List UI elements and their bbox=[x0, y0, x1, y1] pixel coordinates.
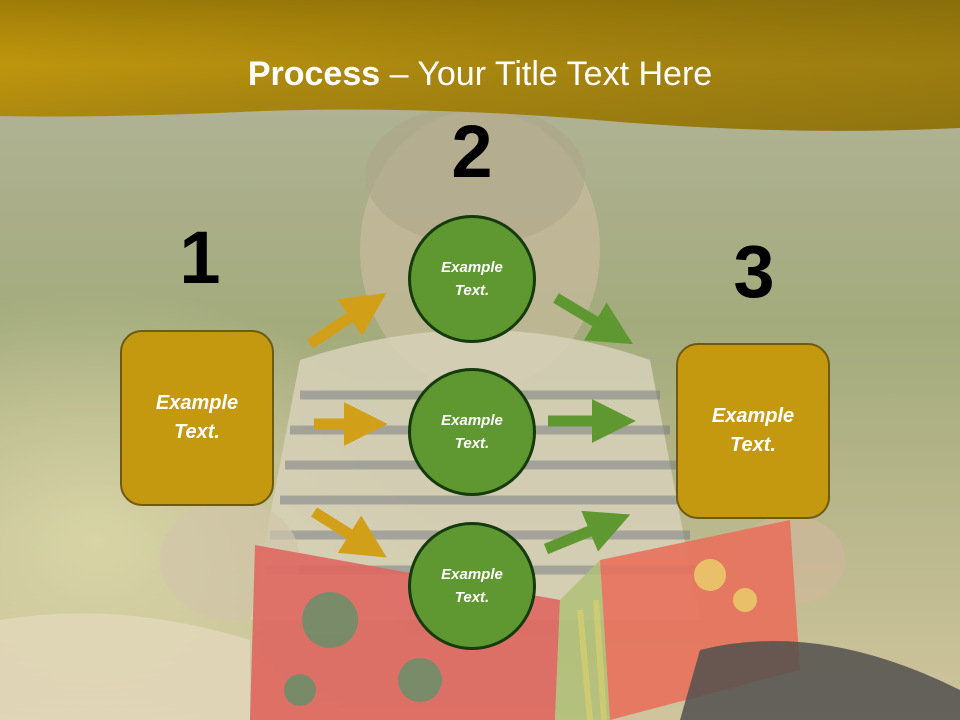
step3-box-text: Example Text. bbox=[711, 405, 795, 456]
circle-middle-text: Example Text. bbox=[441, 412, 503, 452]
step3-box[interactable]: Example Text. bbox=[676, 343, 830, 519]
step-number-3: 3 bbox=[733, 230, 775, 313]
header-band bbox=[0, 0, 960, 131]
slide-title: Process – Your Title Text Here bbox=[0, 52, 960, 96]
step2-circle-middle[interactable]: Example Text. bbox=[408, 368, 536, 496]
step2-circle-bottom[interactable]: Example Text. bbox=[408, 522, 536, 650]
circle-bottom-text: Example Text. bbox=[441, 566, 503, 606]
circle-top-text: Example Text. bbox=[441, 259, 503, 299]
step2-circle-top[interactable]: Example Text. bbox=[408, 215, 536, 343]
step1-box-text: Example Text. bbox=[155, 392, 239, 443]
step1-box[interactable]: Example Text. bbox=[120, 330, 274, 506]
step-number-1: 1 bbox=[179, 216, 221, 299]
title-bold: Process bbox=[247, 55, 381, 93]
step-number-2: 2 bbox=[451, 110, 493, 193]
title-rest: – Your Title Text Here bbox=[380, 55, 713, 93]
